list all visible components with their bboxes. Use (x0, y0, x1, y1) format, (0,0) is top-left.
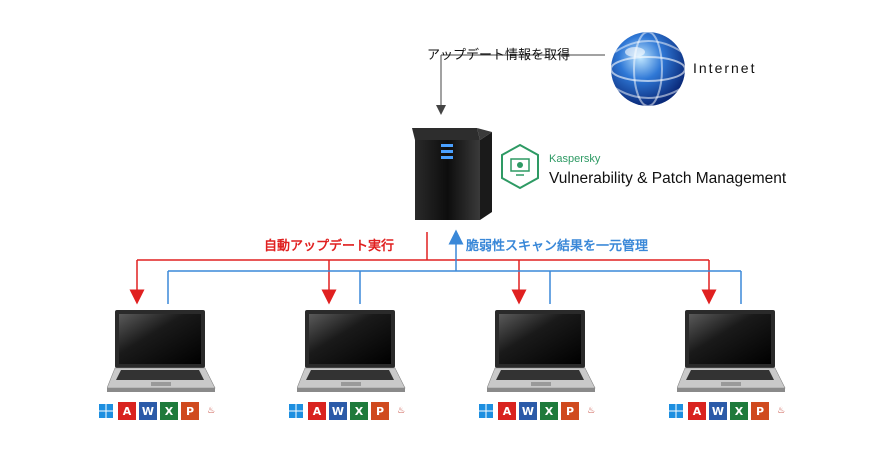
powerpoint-icon: P (181, 402, 199, 420)
windows-icon (477, 402, 495, 420)
auto-update-label: 自動アップデート実行 (264, 239, 395, 254)
acrobat-icon: A (498, 402, 516, 420)
auto-update-arrows (129, 232, 717, 305)
powerpoint-icon: P (751, 402, 769, 420)
word-icon: W (139, 402, 157, 420)
excel-icon: X (730, 402, 748, 420)
java-icon: ♨ (392, 402, 410, 420)
windows-icon (667, 402, 685, 420)
powerpoint-icon: P (371, 402, 389, 420)
word-icon: W (519, 402, 537, 420)
product-name: Vulnerability & Patch Management (549, 170, 787, 187)
vuln-management-label: 脆弱性スキャン結果を一元管理 (466, 239, 649, 254)
laptop-icon (107, 310, 216, 392)
java-icon: ♨ (582, 402, 600, 420)
powerpoint-icon: P (561, 402, 579, 420)
word-icon: W (329, 402, 347, 420)
laptop-icon (487, 310, 596, 392)
update-info-arrow (436, 54, 605, 115)
windows-icon (287, 402, 305, 420)
java-icon: ♨ (202, 402, 220, 420)
acrobat-icon: A (308, 402, 326, 420)
excel-icon: X (160, 402, 178, 420)
acrobat-icon: A (118, 402, 136, 420)
windows-icon (97, 402, 115, 420)
vuln-report-lines (167, 229, 742, 304)
globe-icon (610, 31, 686, 107)
excel-icon: X (540, 402, 558, 420)
excel-icon: X (350, 402, 368, 420)
word-icon: W (709, 402, 727, 420)
laptop-icon (677, 310, 786, 392)
update-info-label: アップデート情報を取得 (427, 48, 571, 63)
laptop-icon (297, 310, 406, 392)
server-icon (412, 128, 492, 220)
acrobat-icon: A (688, 402, 706, 420)
internet-label: Internet (693, 60, 757, 76)
java-icon: ♨ (772, 402, 790, 420)
kaspersky-brand: Kaspersky (549, 153, 601, 165)
kaspersky-logo-icon (501, 143, 539, 190)
